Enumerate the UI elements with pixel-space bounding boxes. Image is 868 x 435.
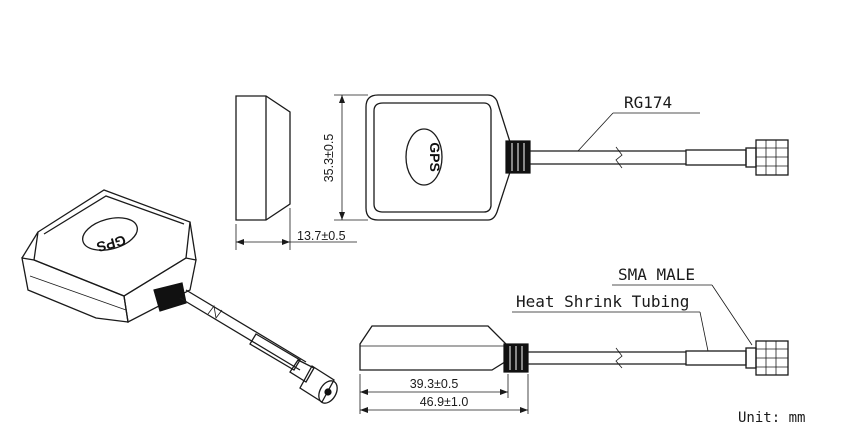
gps-marking-iso: GPS <box>95 232 128 255</box>
side-view: 13.7±0.5 <box>235 95 357 250</box>
total-length-dimension: 46.9±1.0 <box>420 395 469 409</box>
sma-male-label: SMA MALE <box>618 265 695 284</box>
body-length-dimension: 39.3±0.5 <box>410 377 459 391</box>
isometric-view: GPS <box>21 189 338 404</box>
thickness-dimension: 13.7±0.5 <box>297 229 346 243</box>
unit-label: Unit: mm <box>738 410 805 426</box>
rg174-label: RG174 <box>624 93 672 112</box>
heat-shrink-label: Heat Shrink Tubing <box>516 292 689 311</box>
top-view: 35.3±0.5 GPS RG174 <box>322 93 789 221</box>
front-view: SMA MALE Heat Shrink Tubing 39.3±0.5 46.… <box>359 265 789 414</box>
height-dimension: 35.3±0.5 <box>322 134 336 183</box>
gps-marking-top: GPS <box>427 142 443 172</box>
